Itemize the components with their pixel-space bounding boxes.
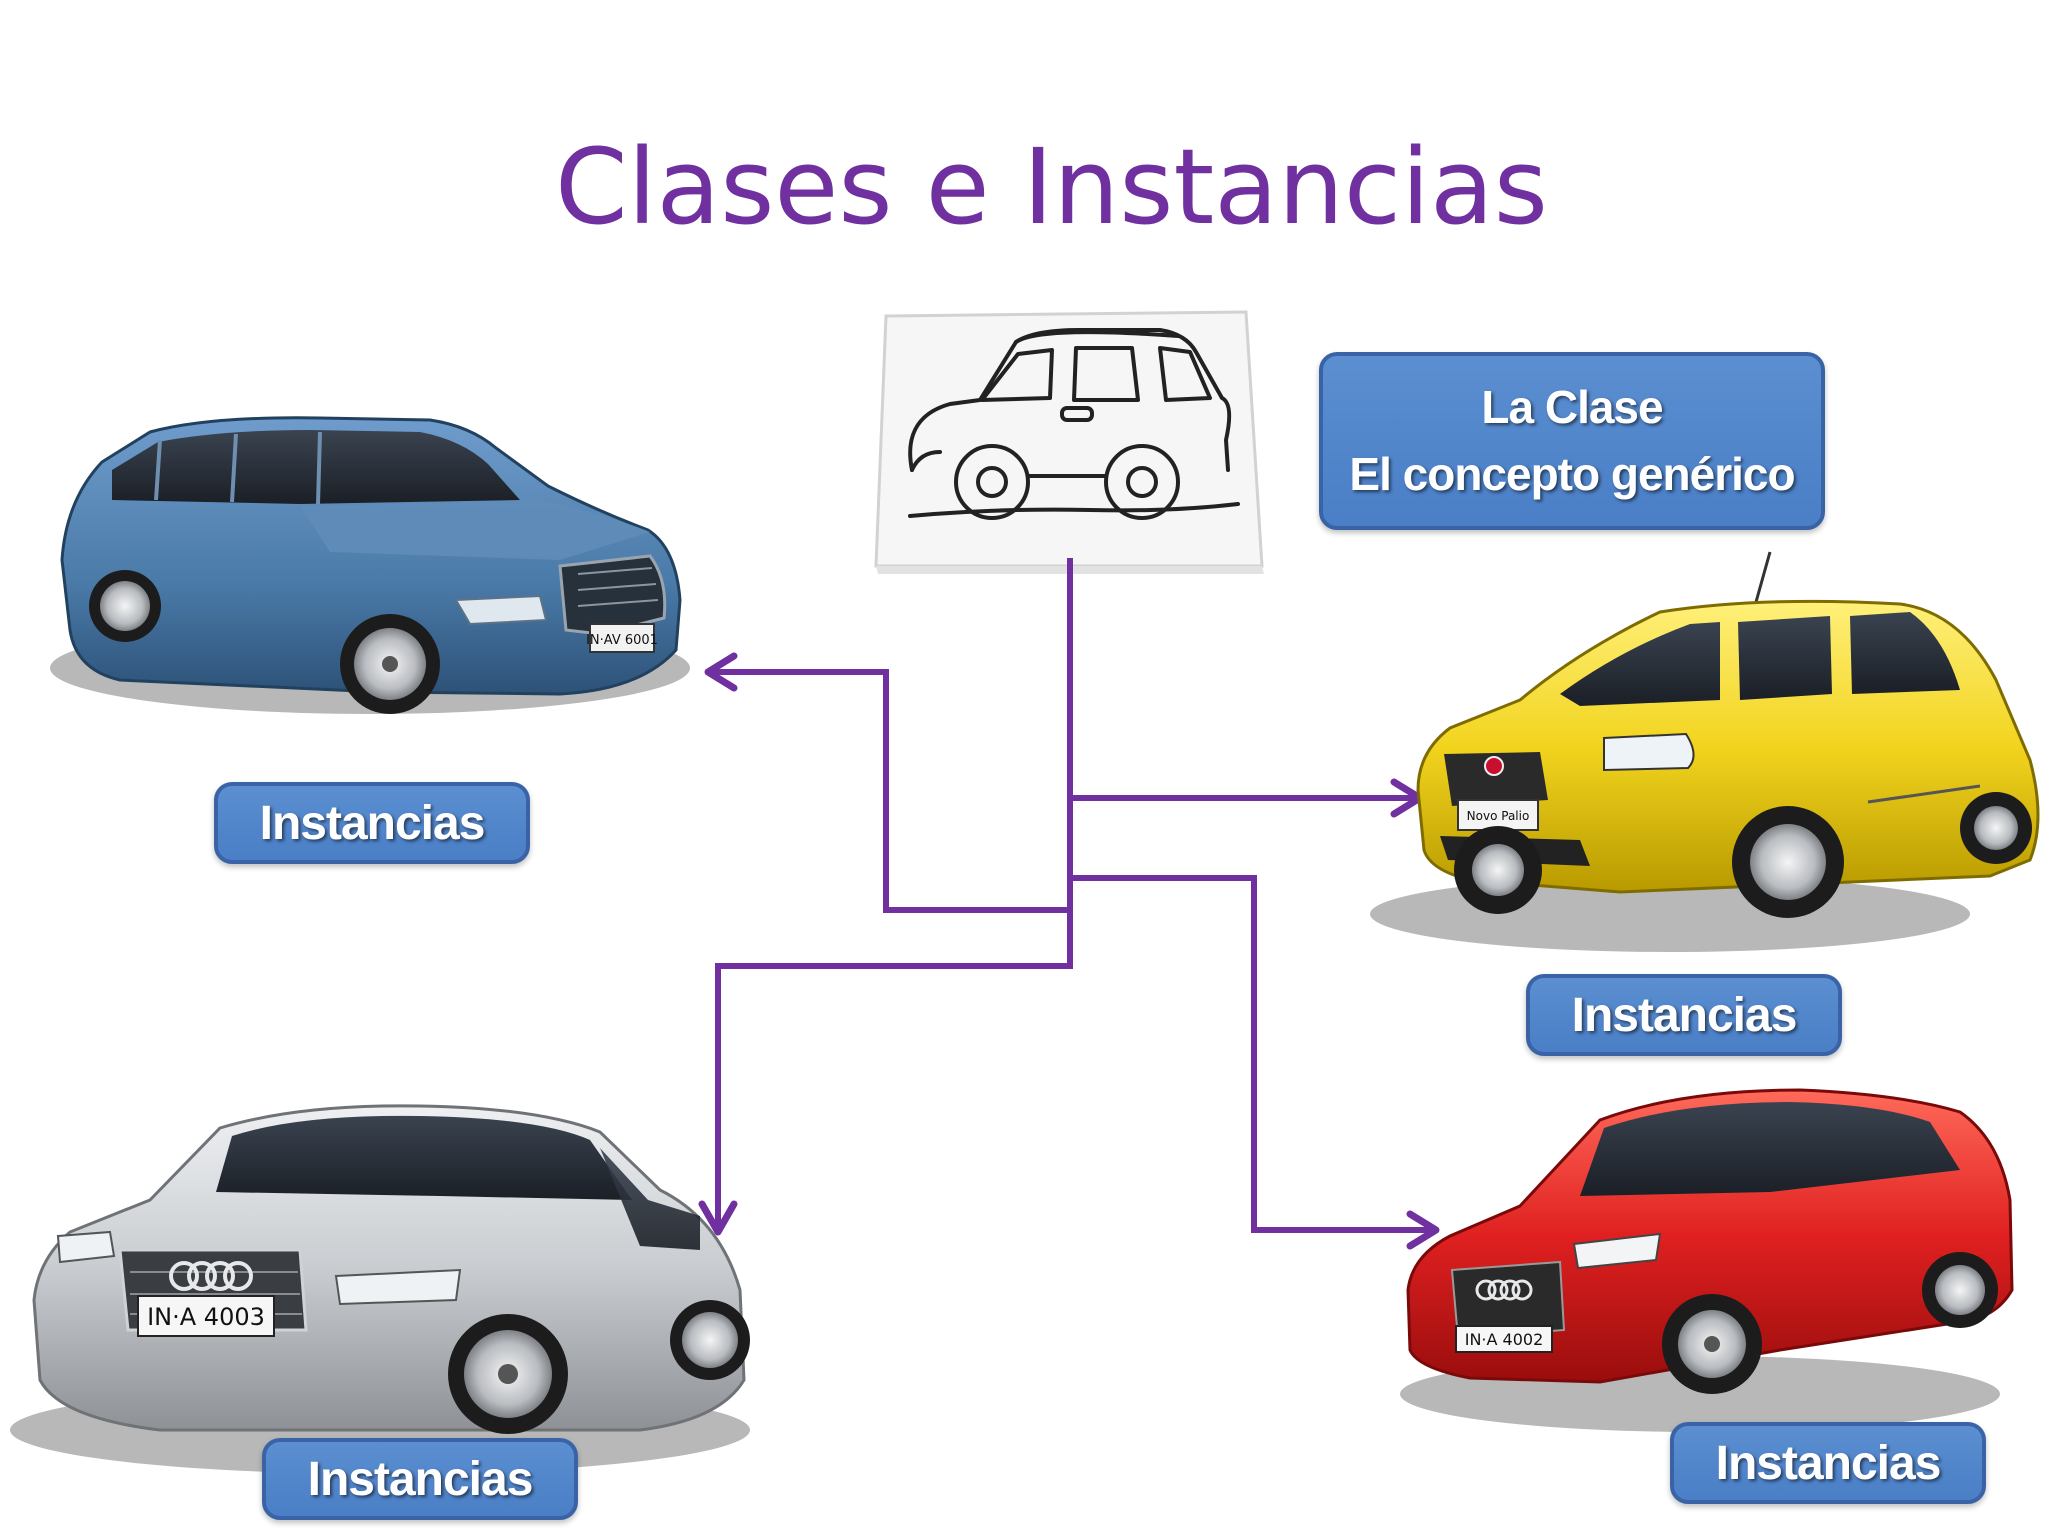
- instance-label-silver-car: Instancias: [262, 1438, 578, 1520]
- arrowhead-to-red-car: [1406, 1210, 1440, 1250]
- yellow-car-plate-text: Novo Palio: [1467, 809, 1530, 823]
- instance-label-red-car: Instancias: [1670, 1422, 1986, 1504]
- car-sketch-icon: [908, 328, 1240, 520]
- instance-label-blue-car: Instancias: [214, 782, 530, 864]
- class-label-title: La Clase: [1481, 381, 1663, 434]
- instance-label-yellow-car: Instancias: [1526, 974, 1842, 1056]
- arrowhead-to-silver-car: [698, 1200, 738, 1236]
- class-label-box: La Clase El concepto genérico: [1319, 352, 1825, 530]
- blue-estate-car-image: IN·AV 6001: [50, 416, 690, 714]
- blue-car-plate-text: IN·AV 6001: [586, 633, 658, 648]
- class-label-subtitle: El concepto genérico: [1349, 448, 1795, 500]
- class-sketch-card: [874, 310, 1264, 574]
- red-sedan-car-image: IN·A 4002: [1400, 1088, 2014, 1432]
- silver-car-plate-text: IN·A 4003: [147, 1303, 265, 1331]
- connector-arrows: [714, 558, 1430, 1233]
- silver-sedan-car-image: IN·A 4003: [10, 1104, 750, 1474]
- slide-title: Clases e Instancias: [555, 126, 1548, 248]
- arrowhead-to-blue-car: [704, 652, 738, 692]
- red-car-plate-text: IN·A 4002: [1465, 1330, 1544, 1349]
- yellow-hatchback-car-image: Novo Palio: [1370, 551, 2040, 952]
